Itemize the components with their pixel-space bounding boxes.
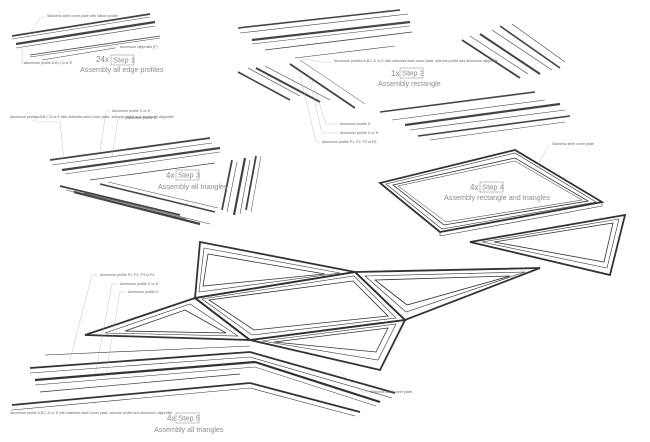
step-2-group: Aluminum profiles A,B,C,D or E with stai… (237, 9, 571, 144)
step-3-leaders (33, 110, 124, 161)
step-2-note-1: Aluminum profiles A,B,C,D or E with stai… (334, 59, 498, 63)
step-4-group: Stainless steel cover plate 4x Step 4 As… (378, 142, 627, 277)
step-4-badge (479, 181, 504, 193)
step-1-note-1: Stainless steel cover plate with silicon… (47, 14, 118, 18)
step-2-count: 1x (391, 69, 399, 78)
step-4-count: 4x (470, 183, 478, 192)
step-3-title: Assembly all triangles (158, 182, 228, 191)
step-5-note-5: Stainless steel cover plate (370, 390, 412, 394)
step-2-label: Step 2 (402, 69, 424, 78)
step-4-title: Assembly rectangle and triangles (444, 193, 550, 202)
step-1-label: Step 1 (113, 56, 135, 65)
step-3-label: Step 3 (178, 171, 200, 180)
step-5-label: Step 5 (178, 414, 200, 423)
step-3-note-1: Aluminum profiles A,B,C,D or E with stai… (10, 115, 174, 119)
step-2-leaders (299, 57, 338, 143)
step-5-note-1: Aluminum profile P1, P2, P3 or P4 (100, 273, 155, 277)
step-1-count: 24x (96, 55, 109, 64)
step-3-badge (175, 169, 200, 181)
step-5-structure (11, 240, 541, 417)
step-4-frame (378, 149, 627, 277)
step-3-group: Aluminum profiles A,B,C,D or E with stai… (10, 109, 262, 226)
step-1-badge (110, 54, 135, 66)
step-5-count: 4x (167, 414, 175, 423)
step-3-note-3: Aluminum profile G (126, 116, 157, 120)
step-5-title: Assembly all triangles (154, 425, 224, 434)
step-2-note-2: Aluminum profile G (340, 122, 371, 126)
step-1-leaders (21, 16, 118, 64)
step-3-note-2: Aluminum profile G or H (112, 109, 151, 113)
step-4-label: Step 4 (482, 183, 504, 192)
step-4-leaders (537, 145, 550, 166)
step-1-note-3: Aluminum profile A,B,C,D or E (24, 61, 73, 65)
step-2-note-4: Aluminum profile P1, P2, P3 or P4 (322, 140, 377, 144)
step-2-note-3: Aluminum profile G or H (340, 131, 379, 135)
step-1-profiles (11, 13, 161, 61)
step-3-profiles (49, 137, 262, 226)
step-5-note-2: Aluminum profile G or H (120, 282, 159, 286)
step-5-badge (175, 412, 200, 424)
step-5-note-4: Aluminum profile A,B,C,D or E with stain… (10, 411, 172, 415)
step-1-group: Stainless steel cover plate with silicon… (11, 13, 164, 74)
step-3-count: 4x (166, 171, 174, 180)
step-5-note-3: Aluminum profile G (128, 290, 159, 294)
step-1-note-2: Aluminum clipprofile (F) (120, 45, 158, 49)
step-5-leaders (10, 274, 368, 411)
step-2-title: Assembly rectangle (378, 79, 441, 88)
step-2-badge (399, 67, 424, 79)
step-5-group: Aluminum profile P1, P2, P3 or P4 Alumin… (10, 240, 541, 434)
step-4-note-1: Stainless steel cover plate (552, 142, 594, 146)
step-1-title: Assembly all edge profiles (80, 65, 164, 74)
step-2-profiles (237, 9, 571, 141)
